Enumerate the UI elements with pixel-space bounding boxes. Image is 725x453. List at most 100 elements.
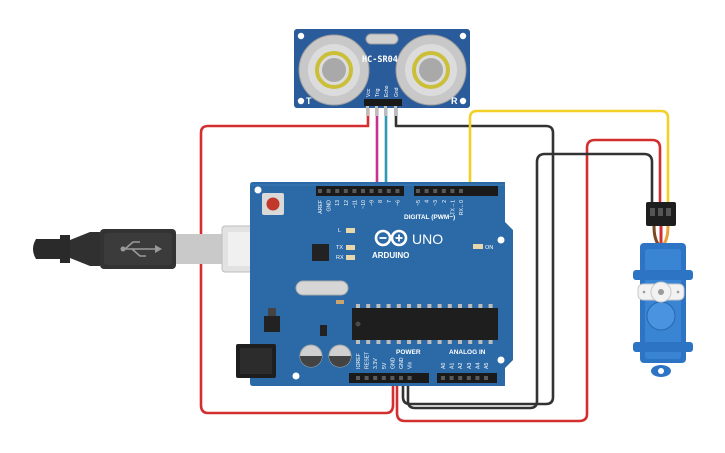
header-pin[interactable] [395,189,400,193]
header-pin[interactable] [424,189,429,193]
header-pin[interactable] [441,189,446,193]
wires [199,100,670,423]
sensor-pin-header[interactable] [364,99,402,116]
header-pin[interactable] [484,376,488,380]
mount-hole [497,356,505,364]
header-pin[interactable] [449,376,454,380]
wire-gnd-servo[interactable] [406,152,654,410]
crystal [365,33,399,45]
analog-header[interactable] [437,373,497,383]
pin-label: ~5 [416,200,422,206]
header-pin[interactable] [390,376,395,380]
mount-hole [459,32,467,40]
pin-label: A4 [475,363,481,369]
header-pin[interactable] [369,189,374,193]
arduino-brand-label: ARDUINO [372,251,409,260]
pin-label: A1 [450,363,456,369]
reset-button[interactable] [262,193,284,215]
pin-label: ~11 [352,200,358,209]
smd-component [320,325,327,336]
header-pin[interactable] [475,376,480,380]
header-pin[interactable] [386,189,391,193]
usb-cable [33,225,285,273]
pin-label: ~10 [361,200,367,209]
led-on [473,244,483,249]
servo-motor[interactable] [633,202,693,377]
pin-label: A3 [467,363,473,369]
transmitter-transducer [298,34,370,106]
capacitor [299,344,323,368]
led-on-label: ON [485,245,493,251]
header-pin[interactable] [433,189,438,193]
header-pin[interactable] [326,189,331,193]
mount-hole [459,97,467,105]
header-pin[interactable] [441,376,445,380]
header-pin[interactable] [466,376,471,380]
header-pin[interactable] [361,189,365,193]
mount-hole [254,186,262,194]
pin-label: Vin [408,361,414,369]
header-pin[interactable] [450,189,455,193]
wire-gnd-sensor[interactable] [394,100,555,406]
capacitor [328,344,352,368]
led-tx [346,245,355,250]
header-pin[interactable] [364,376,369,380]
pin-label: 3.3V [373,358,379,369]
ultrasonic-sensor[interactable]: HC-SR04 T R Vcc Trig Echo Gnd [294,29,470,116]
pin-label: IOREF [356,353,362,369]
power-header[interactable] [349,373,429,383]
pin-label: 5V [382,362,388,369]
pin-label: 12 [344,200,350,206]
pin-label: TX→1 [450,200,456,215]
header-pin[interactable] [416,189,420,193]
servo-horn[interactable] [637,281,685,303]
wire-servo-power[interactable] [395,138,662,423]
header-pin[interactable] [373,376,378,380]
mount-hole [297,97,305,105]
header-pin[interactable] [318,189,322,193]
pin-label: GND [399,357,405,369]
pin-label: 4 [425,200,431,203]
header-pin[interactable] [352,189,357,193]
pin-label: 13 [335,200,341,206]
mount-hole [292,372,300,380]
pin-label: 8 [378,200,384,203]
sensor-t-label: T [306,96,312,106]
header-pin[interactable] [407,376,412,380]
header-pin[interactable] [343,189,348,193]
header-pin[interactable] [356,376,360,380]
header-pin[interactable] [381,376,386,380]
header-pin[interactable] [399,376,403,380]
power-jack[interactable] [236,344,276,378]
sensor-echo-label: Echo [384,85,390,97]
wire-servo-signal[interactable] [468,109,670,204]
atmega-chip [352,304,498,344]
usb-chip [312,244,329,261]
led-rx [346,255,355,260]
receiver-transducer [395,34,467,106]
header-pin[interactable] [458,376,463,380]
wire-vcc-to-5v[interactable] [199,100,395,415]
analog-label: ANALOG IN [449,349,486,356]
header-pin[interactable] [378,189,383,193]
led-l-label: L [338,228,341,234]
pin-label: GND [390,357,396,369]
digital-header[interactable] [316,186,498,196]
usb-icon [120,241,162,257]
pin-label: ~3 [433,200,439,206]
pin-label: RESET [365,351,371,369]
header-pin[interactable] [459,189,463,193]
pin-label: 2 [442,200,448,203]
sensor-model-label: HC-SR04 [362,55,398,65]
mount-hole [297,32,305,40]
pin-label: ~9 [370,200,376,206]
header-pin[interactable] [335,189,340,193]
sensor-vcc-label: Vcc [366,88,372,97]
servo-connector[interactable] [646,202,676,226]
sensor-trig-label: Trig [375,88,381,97]
pin-label: A0 [441,363,447,369]
